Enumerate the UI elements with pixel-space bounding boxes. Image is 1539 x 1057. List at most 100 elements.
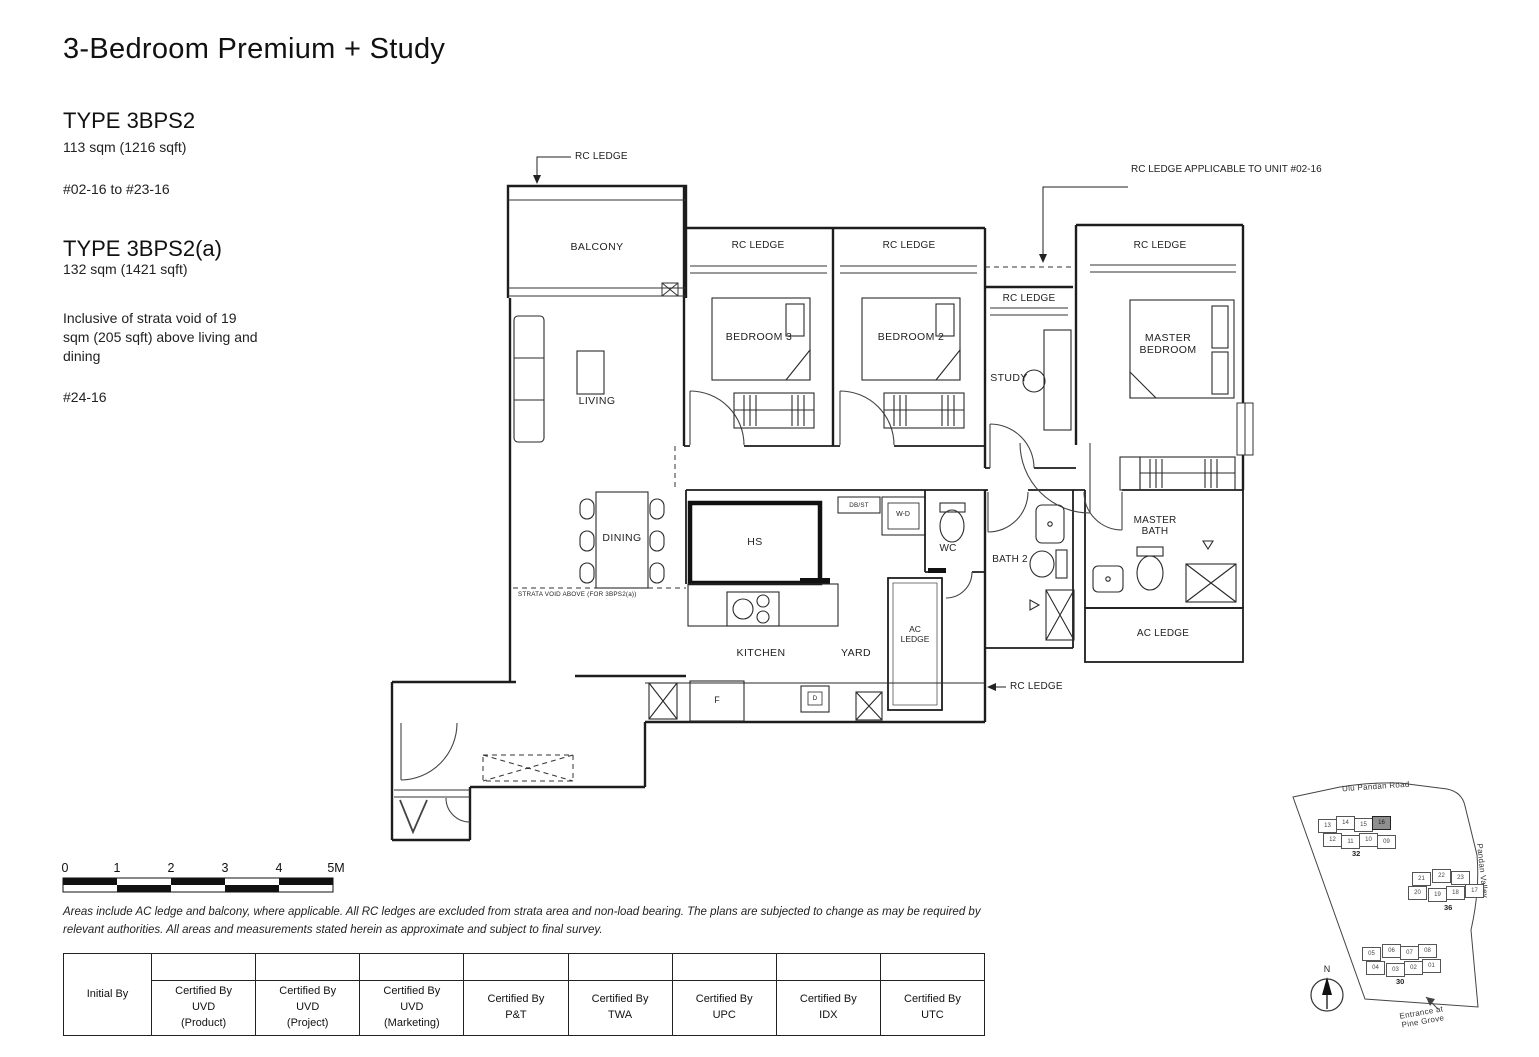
bath2-fixtures	[1029, 504, 1075, 641]
room-label-yard: YARD	[841, 647, 871, 659]
exterior-walls	[390, 184, 1245, 842]
disclaimer-text: Areas include AC ledge and balcony, wher…	[63, 906, 981, 937]
scale-tick-1: 1	[113, 861, 121, 875]
initial-by-cell: Initial By	[63, 953, 152, 1036]
site-map-unit: 11	[1341, 835, 1360, 849]
certified-by-cell: Certified By IDX	[775, 980, 881, 1036]
site-map-block-label: 32	[1352, 849, 1361, 858]
site-map-unit-highlighted: 16	[1372, 816, 1391, 830]
rc-ledge-label-master: RC LEDGE	[1133, 240, 1187, 251]
windows	[394, 199, 1254, 798]
study-desk	[1022, 329, 1072, 431]
signature-cell	[567, 953, 673, 981]
room-label-dining: DINING	[602, 532, 642, 544]
household-shelter	[687, 500, 830, 586]
rc-ledge-label-bed3: RC LEDGE	[731, 240, 785, 251]
site-map-unit: 09	[1377, 835, 1396, 849]
room-label-master-bedroom: MASTER BEDROOM	[1139, 332, 1197, 356]
certified-by-cell: Certified By P&T	[463, 980, 569, 1036]
sofa	[513, 315, 545, 443]
room-label-bedroom2: BEDROOM 2	[877, 331, 945, 343]
bed3	[711, 297, 811, 381]
certified-by-cell: Certified By UVD (Product)	[150, 980, 257, 1036]
site-map-unit: 04	[1366, 961, 1385, 975]
site-map-unit: 23	[1451, 871, 1470, 885]
type1-area: 113 sqm (1216 sqft)	[63, 139, 187, 155]
type2-name: TYPE 3BPS2(a)	[63, 236, 222, 261]
master-wardrobe	[1119, 456, 1236, 491]
dbst-label: DB/ST	[849, 502, 869, 509]
site-map-unit: 01	[1422, 959, 1441, 973]
type2-unit-range: #24-16	[63, 389, 107, 405]
certified-by-cell: Certified By UVD (Marketing)	[359, 980, 465, 1036]
type2-strata-note: Inclusive of strata void of 19 sqm (205 …	[63, 310, 258, 364]
north-compass-icon	[1310, 977, 1344, 1012]
room-label-hs: HS	[747, 536, 763, 548]
site-map-unit: 02	[1404, 961, 1423, 975]
site-map-block-label: 36	[1444, 903, 1453, 912]
site-map-unit: 15	[1354, 818, 1373, 832]
master-bath-fixtures	[1092, 540, 1237, 603]
room-label-balcony: BALCONY	[570, 241, 624, 253]
site-map-unit: 17	[1465, 884, 1484, 898]
site-map-unit: 03	[1386, 963, 1405, 977]
scale-tick-2: 2	[167, 861, 175, 875]
signature-cell	[359, 953, 465, 981]
ac-ledge-label-right: AC LEDGE	[1136, 628, 1190, 639]
strata-void-label: STRATA VOID ABOVE (FOR 3BPS2(a))	[518, 591, 637, 598]
certified-by-cell: Certified By TWA	[567, 980, 673, 1036]
site-map-unit: 20	[1408, 886, 1427, 900]
site-map-unit: 12	[1323, 833, 1342, 847]
scale-tick-0: 0	[61, 861, 69, 875]
signature-cell	[463, 953, 569, 981]
scale-tick-3: 3	[221, 861, 229, 875]
room-label-bath2: BATH 2	[992, 554, 1028, 565]
wc-door-leaf	[928, 568, 946, 573]
washer-dryer-label: W-D	[896, 511, 910, 518]
room-label-bedroom3: BEDROOM 3	[725, 331, 793, 343]
ac-ledge-label-mid: AC LEDGE	[900, 624, 930, 644]
furniture	[513, 297, 1237, 722]
dashed-lines	[482, 266, 1073, 782]
signature-cell	[671, 953, 777, 981]
scale-bar	[62, 877, 334, 893]
site-map-unit: 06	[1382, 944, 1401, 958]
site-map-unit: 08	[1418, 944, 1437, 958]
room-label-wc: WC	[939, 543, 957, 554]
site-map-unit: 18	[1446, 886, 1465, 900]
type1-unit-range: #02-16 to #23-16	[63, 181, 170, 197]
dining-table	[579, 491, 665, 589]
interior-walls	[684, 445, 1244, 711]
type2-area: 132 sqm (1421 sqft)	[63, 261, 188, 277]
rc-ledge-applicable-note: RC LEDGE APPLICABLE TO UNIT #02-16	[1131, 164, 1322, 175]
scale-tick-5: 5M	[327, 861, 345, 875]
door-arcs	[399, 390, 1123, 835]
tv-console	[576, 350, 605, 395]
room-label-study: STUDY	[990, 372, 1028, 384]
compass-north-label: N	[1323, 964, 1331, 974]
kitchen-bottom-counter	[645, 680, 985, 722]
rc-ledge-label-study: RC LEDGE	[1002, 293, 1056, 304]
site-map-unit: 10	[1359, 833, 1378, 847]
fridge-label: F	[714, 695, 720, 705]
signature-cell	[255, 953, 361, 981]
rc-ledge-label-top: RC LEDGE	[575, 151, 628, 162]
page-title: 3-Bedroom Premium + Study	[63, 33, 446, 65]
kitchen-counter-hob	[687, 583, 839, 627]
certified-by-cell: Certified By UVD (Project)	[255, 980, 361, 1036]
signature-cell	[879, 953, 986, 981]
dw-label: D	[812, 695, 818, 702]
scale-tick-4: 4	[275, 861, 283, 875]
site-map-unit: 22	[1432, 869, 1451, 883]
approval-table: Initial By Certified By UVD (Product) Ce…	[63, 953, 986, 1036]
site-map-block-label: 30	[1396, 977, 1405, 986]
master-bed	[1129, 299, 1235, 399]
site-map-unit: 07	[1400, 946, 1419, 960]
wardrobe-bed2	[883, 392, 965, 429]
site-map-unit: 21	[1412, 872, 1431, 886]
room-label-kitchen: KITCHEN	[736, 647, 786, 659]
wc-toilet	[939, 502, 966, 543]
entrance-arrowhead	[1426, 997, 1435, 1006]
